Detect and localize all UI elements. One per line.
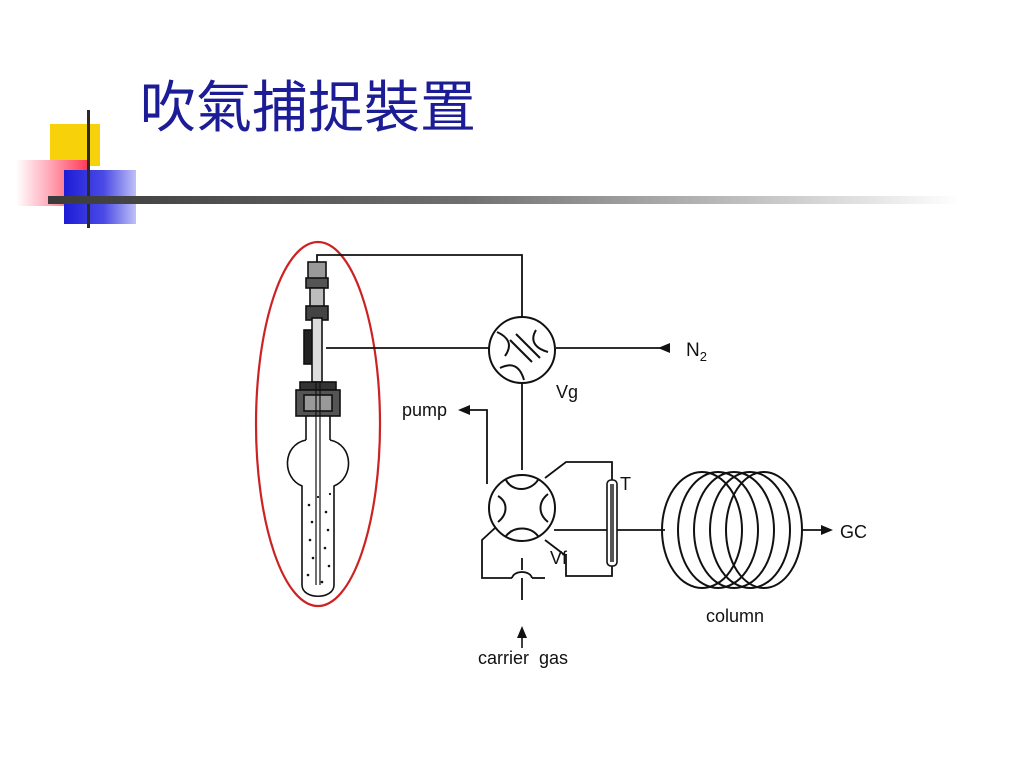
n2-label: N2 [686,340,707,364]
gc-arrow-icon [821,525,833,535]
trap-label: T [620,474,631,494]
valve-vf [488,474,556,542]
sparger-vessel [286,261,350,598]
vg-label: Vg [556,382,578,402]
carrier-gas-label: carrier gas [478,648,568,668]
gc-column-coil [661,471,803,589]
pump-label: pump [402,400,447,420]
trap-tube [606,479,618,567]
yellow-square-decoration [50,124,100,166]
pump-arrow-icon [458,405,470,415]
vertical-rule-decoration [87,110,90,228]
arrowheads [458,343,833,638]
vf-label: Vf [550,548,568,568]
gc-label: GC [840,522,867,542]
gas-lines [316,254,825,600]
title-underline-rule [48,196,960,204]
n2-arrow-icon [658,343,670,353]
carrier-gas-arrow-icon [517,626,527,638]
slide-title: 吹氣捕捉裝置 [140,76,476,141]
column-label: column [706,606,764,626]
sparger-highlight-ellipse [254,240,382,608]
valve-vg [488,316,556,384]
